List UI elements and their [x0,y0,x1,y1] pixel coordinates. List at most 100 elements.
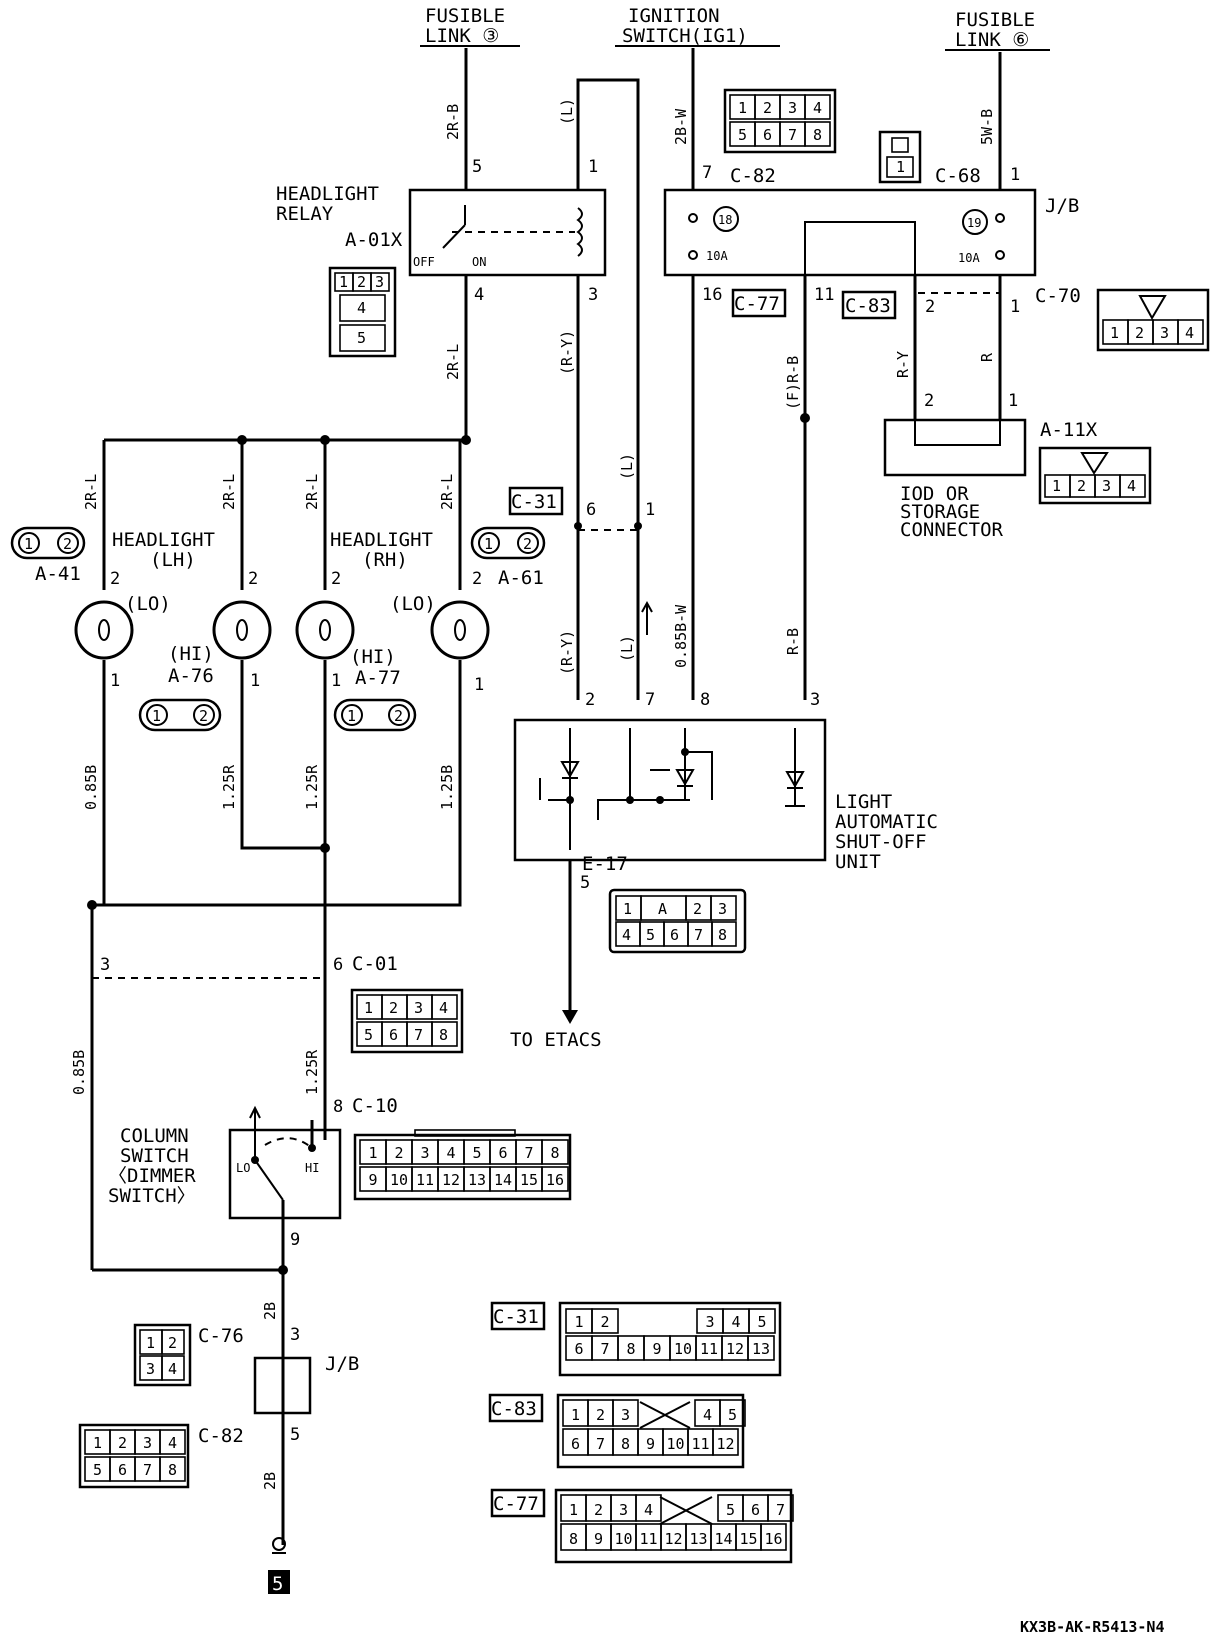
connector-pin-label: 7 [524,1144,533,1162]
connector-pin-label: 9 [652,1340,661,1358]
relay-title: HEADLIGHT [276,183,379,205]
svg-text:3: 3 [290,1325,300,1345]
svg-text:A-41: A-41 [35,563,81,585]
connector-pin-label: 4 [446,1144,455,1162]
svg-text:0.85B: 0.85B [82,765,100,810]
svg-text:A: A [658,900,667,918]
connector-pin-label: 14 [714,1530,732,1548]
svg-text:3: 3 [414,999,423,1017]
connector-pin-label: 12 [716,1435,734,1453]
svg-text:C-70: C-70 [1035,285,1081,307]
svg-text:1: 1 [339,273,348,291]
svg-text:2R-L: 2R-L [303,474,321,510]
e17-connector-face: 1 A 2 3 4 5 6 7 8 [608,888,747,954]
connector-pin-label: 4 [731,1313,740,1331]
connector-pin-label: 2 [763,99,772,117]
c83-tag-top: C-83 [841,290,897,320]
connector-pin-label: 15 [520,1171,538,1189]
svg-text:SHUT-OFF: SHUT-OFF [835,831,927,853]
connector-pin-cell [635,1494,662,1522]
c31-tag-mid: C-31 [508,486,564,516]
svg-text:2: 2 [357,273,366,291]
fusible-link-3-label: FUSIBLE LINK ③ [420,5,520,47]
svg-text:J/B: J/B [1045,195,1079,217]
svg-text:1: 1 [645,500,655,520]
svg-text:2: 2 [331,569,341,589]
connector-pin-label: 5 [472,1144,481,1162]
svg-text:11: 11 [814,285,834,305]
iod-storage-connector: 2 1 A-11X IOD OR STORAGE CONNECTOR [883,391,1098,541]
svg-text:1.25R: 1.25R [220,764,238,810]
svg-text:A-76: A-76 [168,665,214,687]
a11x-connector-face: 1 2 3 4 [1038,446,1152,505]
connector-pin-label: 8 [621,1435,630,1453]
svg-text:2: 2 [925,297,935,317]
svg-text:2: 2 [585,690,595,710]
svg-text:RELAY: RELAY [276,203,334,225]
svg-text:LINK ③: LINK ③ [425,25,499,47]
c68-connector-face: 1 [878,130,922,184]
svg-text:1: 1 [1008,391,1018,411]
svg-text:1.25B: 1.25B [438,765,456,810]
svg-text:HI: HI [305,1161,319,1175]
svg-text:C-83: C-83 [845,295,891,317]
connector-pin-label: 2 [600,1313,609,1331]
c01-connector-face: 1 2 3 4 5 6 7 8 [350,988,464,1054]
svg-text:1: 1 [1010,165,1020,185]
connector-pin-cell [804,121,831,147]
connector-pin-label: 8 [813,126,822,144]
svg-text:IGNITION: IGNITION [628,5,720,27]
connector-pin-label: 14 [494,1171,512,1189]
connector-pin-label: 9 [594,1530,603,1548]
connector-pin-cell [159,1429,186,1455]
c82-connector-face-bottom [78,1423,190,1489]
svg-text:2: 2 [168,1334,177,1352]
connector-pin-cell [804,94,831,120]
svg-text:C-31: C-31 [493,1306,539,1328]
svg-text:C-77: C-77 [493,1493,539,1515]
connector-pin-label: 3 [705,1313,714,1331]
c77-tag-top: C-77 [731,288,787,318]
svg-text:1: 1 [623,900,632,918]
connector-pin-label: 1 [93,1434,102,1452]
svg-text:5: 5 [472,157,482,177]
connector-pin-label: 6 [498,1144,507,1162]
svg-text:〈DIMMER: 〈DIMMER [108,1165,196,1187]
svg-text:1: 1 [24,535,33,553]
svg-text:1: 1 [347,707,356,725]
connector-pin-label: 11 [639,1530,657,1548]
connector-pin-cell [541,1139,569,1165]
connector-pin-label: 8 [569,1530,578,1548]
svg-text:1: 1 [250,671,260,691]
connector-pin-label: 1 [368,1144,377,1162]
svg-text:1: 1 [146,1334,155,1352]
c70-connector-face: 1 2 3 4 [1096,288,1210,352]
fusible-link-6-label: FUSIBLE LINK ⑥ [945,9,1050,51]
svg-text:2B: 2B [261,1472,279,1490]
svg-text:C-82: C-82 [198,1425,244,1447]
svg-text:1: 1 [484,535,493,553]
svg-text:10A: 10A [706,249,728,263]
svg-text:2R-L: 2R-L [438,474,456,510]
connector-pin-label: 16 [546,1171,564,1189]
svg-text:A-61: A-61 [498,567,544,589]
bulb-rh-lo [430,600,490,660]
c83-tag-bottom: C-83 [488,1393,544,1423]
svg-text:4: 4 [357,299,366,317]
svg-text:16: 16 [702,285,722,305]
connector-pin-label: 4 [168,1434,177,1452]
light-automatic-shutoff-unit: LIGHT AUTOMATIC SHUT-OFF UNIT [513,718,938,873]
svg-text:10A: 10A [958,251,980,265]
svg-text:(LO): (LO) [390,593,436,615]
svg-text:C-76: C-76 [198,1325,244,1347]
svg-text:1: 1 [588,157,598,177]
svg-text:3: 3 [810,690,820,710]
a41-connector-face: 1 2 [10,526,86,560]
svg-text:1: 1 [896,158,905,176]
connector-pin-label: 11 [700,1340,718,1358]
ground-symbol: 5 [268,1537,290,1595]
connector-pin-label: 5 [93,1461,102,1479]
connector-pin-cell [159,1456,186,1482]
svg-text:R-Y: R-Y [894,351,912,378]
svg-text:2B: 2B [261,1302,279,1320]
